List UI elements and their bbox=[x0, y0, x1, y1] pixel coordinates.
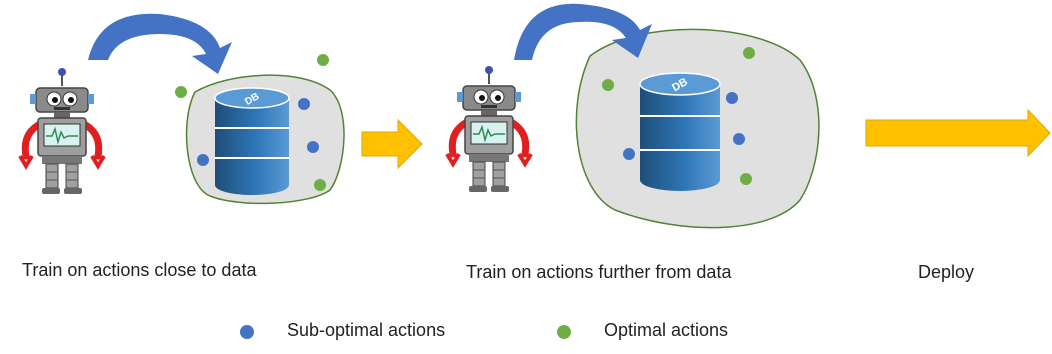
stage-1-caption: Train on actions close to data bbox=[22, 260, 257, 280]
robot-2 bbox=[447, 66, 531, 192]
legend-sub-optimal-dot bbox=[240, 325, 254, 339]
optimal-point bbox=[743, 47, 755, 59]
database-2: DB bbox=[639, 72, 721, 191]
sub-optimal-point bbox=[298, 98, 310, 110]
legend-optimal-dot bbox=[557, 325, 571, 339]
curved-arrow-2 bbox=[514, 3, 652, 60]
optimal-point bbox=[317, 54, 329, 66]
sub-optimal-point bbox=[197, 154, 209, 166]
sub-optimal-point bbox=[623, 148, 635, 160]
sub-optimal-point bbox=[307, 141, 319, 153]
legend-optimal-label: Optimal actions bbox=[604, 320, 729, 340]
robot-1 bbox=[20, 68, 104, 194]
database-1: DB bbox=[214, 87, 290, 195]
sub-optimal-point bbox=[726, 92, 738, 104]
stage-2-caption: Train on actions further from data bbox=[466, 262, 732, 282]
curved-arrow-1 bbox=[88, 13, 232, 74]
optimal-point bbox=[740, 173, 752, 185]
optimal-point bbox=[602, 79, 614, 91]
legend-sub-optimal-label: Sub-optimal actions bbox=[287, 320, 446, 340]
stage-3-caption: Deploy bbox=[918, 262, 975, 282]
optimal-point bbox=[314, 179, 326, 191]
flow-arrow-2 bbox=[865, 108, 1051, 158]
flow-arrow-1 bbox=[361, 118, 423, 170]
optimal-point bbox=[175, 86, 187, 98]
sub-optimal-point bbox=[733, 133, 745, 145]
